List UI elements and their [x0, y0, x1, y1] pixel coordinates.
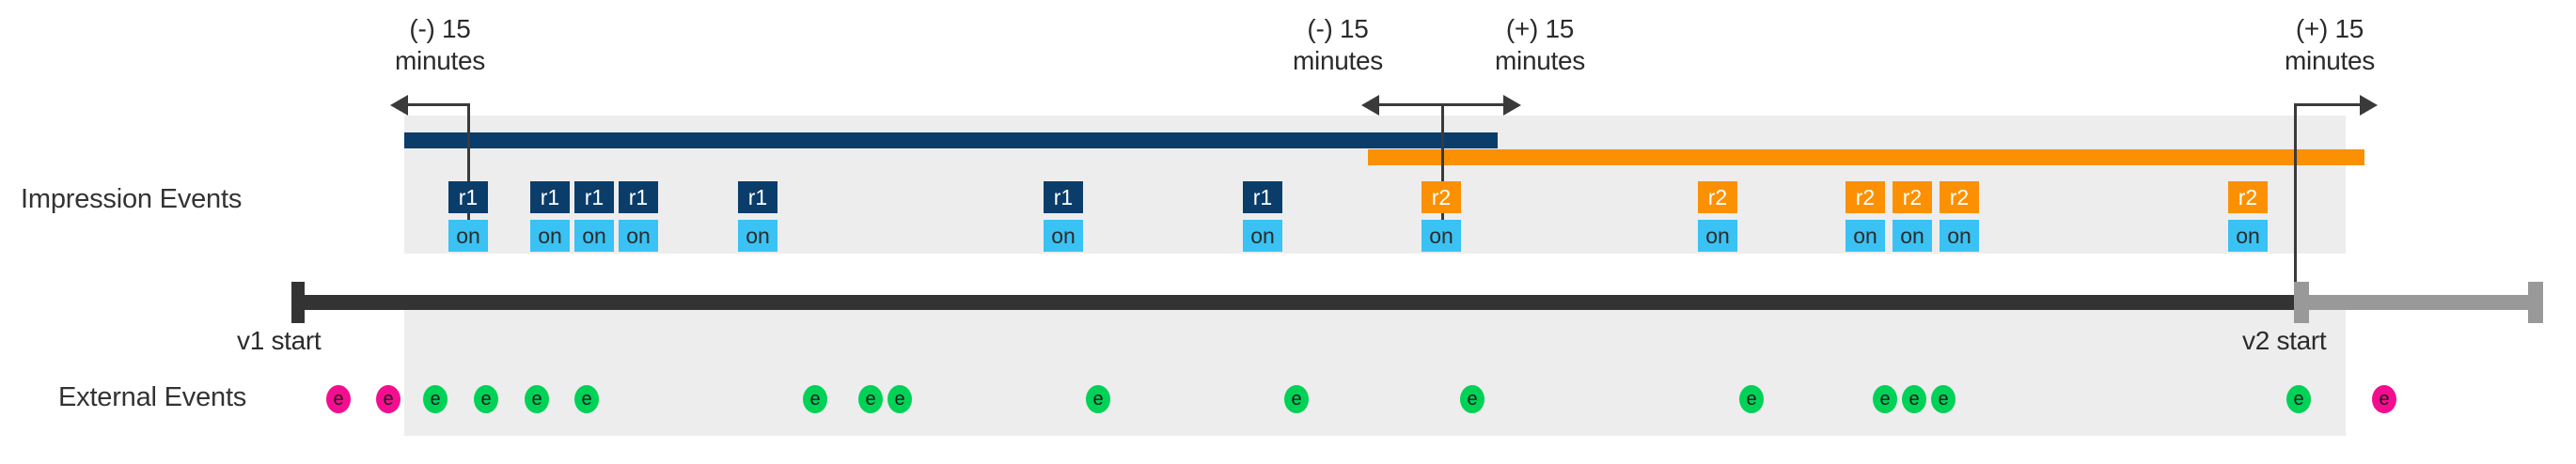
callout-tick-v2-start-plus [2294, 103, 2297, 299]
callout-line-1: (+) 15 [1505, 14, 1575, 43]
callout-line-2: minutes [1293, 46, 1383, 76]
callout-v1-window-start: (-) 15 minutes [395, 13, 485, 77]
v1-bar [404, 132, 1498, 148]
impression-chip-on-12[interactable]: on [2228, 220, 2268, 252]
impression-events-row-label: Impression Events [21, 184, 243, 214]
impression-chip-r2-9[interactable]: r2 [1846, 181, 1885, 213]
impression-chip-on-9[interactable]: on [1846, 220, 1885, 252]
callout-lead-v1-window-start [408, 103, 467, 106]
callout-line-2: minutes [1495, 46, 1585, 76]
impression-chip-r2-11[interactable]: r2 [1940, 181, 1979, 213]
callout-arrowhead-v2-window-left [1361, 95, 1379, 116]
callout-tick-v1-window-start [467, 103, 470, 237]
callout-v2-window-plus: (+) 15 minutes [1495, 13, 1585, 77]
callout-line-1: (-) 15 [409, 14, 471, 43]
callout-arrowhead-v2-start-plus [2360, 95, 2378, 116]
timeline-endcap-1 [2294, 282, 2309, 323]
external-event-dot-inside-3[interactable]: e [474, 385, 498, 413]
external-event-dot-inside-9[interactable]: e [1086, 385, 1110, 413]
external-events-row-label: External Events [58, 382, 247, 412]
impression-chip-on-11[interactable]: on [1940, 220, 1979, 252]
external-event-dot-inside-12[interactable]: e [1739, 385, 1764, 413]
timeline-segment-active [291, 295, 2294, 310]
impression-chip-on-1[interactable]: on [530, 220, 570, 252]
callout-tick-v2-window [1441, 103, 1444, 237]
v1-start-caption: v1 start [237, 326, 322, 355]
impression-chip-on-6[interactable]: on [1243, 220, 1282, 252]
impression-chip-r2-10[interactable]: r2 [1893, 181, 1932, 213]
timeline-endcap-0 [291, 282, 305, 323]
external-event-dot-outside-17[interactable]: e [2372, 385, 2396, 413]
callout-v2-window-minus: (-) 15 minutes [1293, 13, 1383, 77]
callout-line-2: minutes [395, 46, 485, 76]
callout-v2-start-plus: (+) 15 minutes [2285, 13, 2375, 77]
impression-chip-on-8[interactable]: on [1698, 220, 1737, 252]
impression-chip-on-4[interactable]: on [738, 220, 778, 252]
impression-chip-on-7[interactable]: on [1422, 220, 1461, 252]
impression-chip-r1-0[interactable]: r1 [448, 181, 488, 213]
v2-start-caption: v2 start [2242, 326, 2327, 355]
external-event-dot-inside-7[interactable]: e [858, 385, 883, 413]
impression-chip-r1-3[interactable]: r1 [619, 181, 658, 213]
impression-chip-r1-6[interactable]: r1 [1243, 181, 1282, 213]
callout-line-2: minutes [2285, 46, 2375, 76]
callout-arrowhead-v1-window-start [390, 95, 408, 116]
v2-bar [1368, 149, 2364, 165]
external-event-dot-inside-13[interactable]: e [1873, 385, 1897, 413]
callout-line-1: (+) 15 [2295, 14, 2364, 43]
external-event-dot-inside-8[interactable]: e [887, 385, 912, 413]
impression-chip-on-10[interactable]: on [1893, 220, 1932, 252]
impression-chip-r1-4[interactable]: r1 [738, 181, 778, 213]
impression-chip-on-0[interactable]: on [448, 220, 488, 252]
external-event-dot-inside-4[interactable]: e [525, 385, 549, 413]
external-event-dot-inside-10[interactable]: e [1284, 385, 1309, 413]
external-event-dot-inside-2[interactable]: e [423, 385, 448, 413]
external-event-dot-inside-5[interactable]: e [574, 385, 599, 413]
timeline-endcap-2 [2528, 282, 2543, 323]
external-event-dot-inside-14[interactable]: e [1902, 385, 1926, 413]
callout-lead-v2-window [1379, 103, 1503, 106]
impression-chip-r2-7[interactable]: r2 [1422, 181, 1461, 213]
impression-chip-r1-5[interactable]: r1 [1044, 181, 1083, 213]
impression-chip-r2-8[interactable]: r2 [1698, 181, 1737, 213]
impression-chip-on-5[interactable]: on [1044, 220, 1083, 252]
impression-chip-r1-1[interactable]: r1 [530, 181, 570, 213]
external-event-dot-inside-16[interactable]: e [2286, 385, 2311, 413]
impression-chip-on-3[interactable]: on [619, 220, 658, 252]
callout-line-1: (-) 15 [1307, 14, 1369, 43]
external-event-dot-outside-0[interactable]: e [326, 385, 351, 413]
callout-arrowhead-v2-window-right [1503, 95, 1521, 116]
timeline-segment-inactive [2294, 295, 2543, 310]
external-event-dot-inside-11[interactable]: e [1460, 385, 1484, 413]
impression-chip-r2-12[interactable]: r2 [2228, 181, 2268, 213]
impression-chip-on-2[interactable]: on [574, 220, 614, 252]
attribution-window-panel-lower [404, 310, 2346, 436]
external-event-dot-inside-15[interactable]: e [1931, 385, 1956, 413]
external-event-dot-inside-6[interactable]: e [803, 385, 827, 413]
callout-lead-v2-start-plus [2294, 103, 2360, 106]
external-event-dot-outside-1[interactable]: e [376, 385, 401, 413]
impression-chip-r1-2[interactable]: r1 [574, 181, 614, 213]
